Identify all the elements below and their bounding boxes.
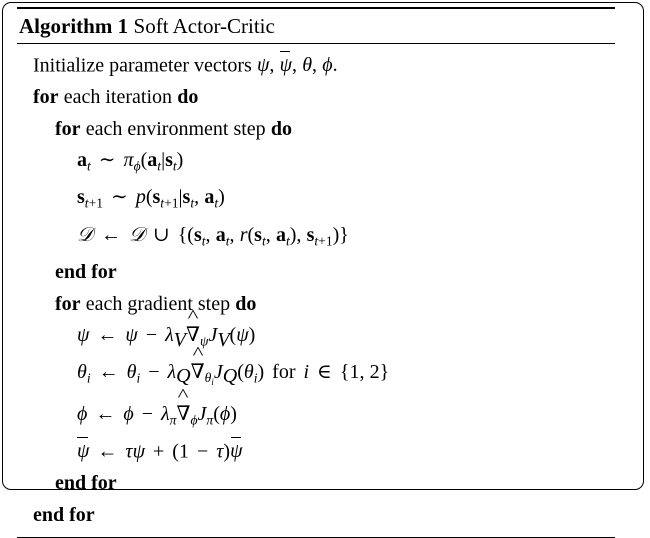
for-environment-step-text: each environment step <box>85 117 266 140</box>
algorithm-caption-title: Soft Actor-Critic <box>133 14 275 38</box>
line-update-target-psi: ψ←τψ+(1−τ)ψ <box>75 436 615 468</box>
line-end-for-gradient: end for <box>53 468 615 500</box>
keyword-for: for <box>33 85 59 108</box>
keyword-end-for: end for <box>55 260 117 283</box>
keyword-for: for <box>55 292 81 315</box>
line-sample-action: at∼πϕ(at|st) <box>77 149 184 174</box>
line-update-psi: ψ←ψ−λV∇ψJV(ψ) <box>75 320 615 357</box>
rule-caption-separator <box>17 43 615 44</box>
line-sample-next-state: st+1∼p(st+1|st,at) <box>77 186 225 211</box>
for-inline-text: for <box>272 361 296 384</box>
line-update-phi: ϕ←ϕ−λπ∇ϕJπ(ϕ) <box>75 399 615 436</box>
keyword-do: do <box>270 117 292 140</box>
keyword-end-for: end for <box>55 471 117 494</box>
keyword-do: do <box>177 85 199 108</box>
algorithm-caption-label: Algorithm 1 <box>19 14 129 38</box>
line-end-for-environment: end for <box>53 257 615 289</box>
keyword-end-for: end for <box>33 503 95 526</box>
keyword-do: do <box>235 292 257 315</box>
rule-top <box>17 7 615 9</box>
for-iteration-text: each iteration <box>63 85 173 108</box>
initialize-math: ψ,ψ,θ,ϕ. <box>257 50 338 76</box>
initialize-text: Initialize parameter vectors <box>33 54 252 77</box>
for-gradient-step-text: each gradient step <box>85 292 231 315</box>
keyword-for: for <box>55 117 81 140</box>
line-end-for-iteration: end for <box>31 500 615 532</box>
line-replay-buffer-update: 𝒟←𝒟∪{(st,at,r(st,at),st+1)} <box>77 222 349 249</box>
